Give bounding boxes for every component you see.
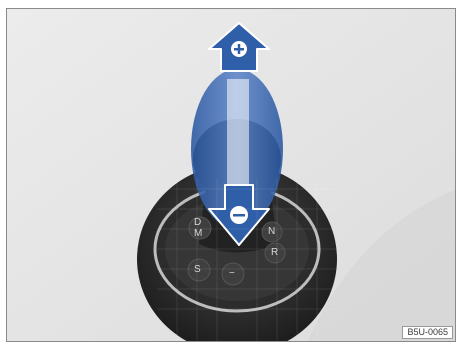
plus-bar-v [238, 44, 241, 54]
minus-bar [233, 214, 245, 217]
gate-label-m: M [194, 229, 202, 239]
gate-label-s: S [194, 265, 201, 275]
gate-label-minus: − [229, 269, 235, 279]
gate-label-n: N [268, 227, 275, 237]
gear-selector-illustration [7, 9, 456, 342]
gate-label-d: D [194, 218, 201, 228]
gate-label-r: R [271, 248, 278, 258]
figure-reference-code: B5U-0065 [402, 326, 453, 339]
gear-selector-figure: D M S − N R B5U-0065 [6, 8, 456, 342]
